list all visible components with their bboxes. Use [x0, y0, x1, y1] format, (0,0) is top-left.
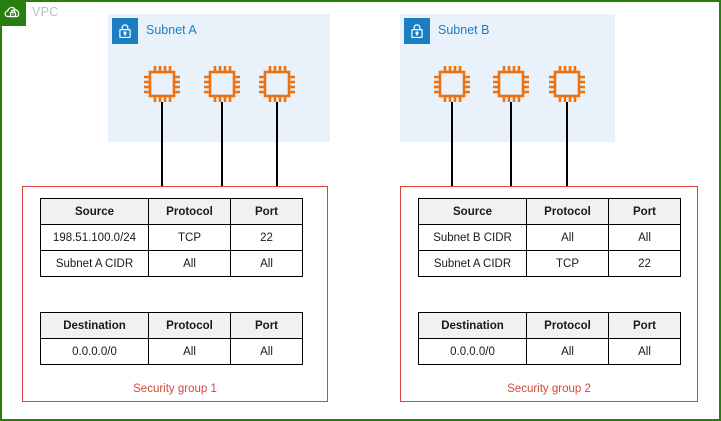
security-group-1-inbound-table: Source Protocol Port 198.51.100.0/24 TCP… — [40, 198, 303, 277]
table-row: 0.0.0.0/0 All All — [418, 338, 681, 365]
subnet-lock-icon — [112, 18, 138, 44]
column-header-destination: Destination — [418, 312, 527, 339]
cell-port: All — [230, 338, 303, 365]
column-header-source: Source — [418, 198, 527, 225]
table-header-row: Destination Protocol Port — [40, 312, 303, 339]
table-header-row: Destination Protocol Port — [418, 312, 681, 339]
ec2-instance-icon — [430, 62, 474, 106]
column-header-port: Port — [230, 312, 303, 339]
security-group-2-inbound-table: Source Protocol Port Subnet B CIDR All A… — [418, 198, 681, 277]
cell-protocol: All — [526, 224, 609, 251]
table-header-row: Source Protocol Port — [40, 198, 303, 225]
connector-line — [221, 102, 223, 187]
cell-protocol: TCP — [526, 250, 609, 277]
column-header-protocol: Protocol — [148, 312, 231, 339]
cell-port: All — [608, 224, 681, 251]
ec2-instance-icon — [255, 62, 299, 106]
column-header-protocol: Protocol — [526, 198, 609, 225]
table-row: Subnet A CIDR TCP 22 — [418, 250, 681, 277]
cell-source: 198.51.100.0/24 — [40, 224, 149, 251]
subnet-lock-icon — [404, 18, 430, 44]
table-row: 198.51.100.0/24 TCP 22 — [40, 224, 303, 251]
vpc-cloud-lock-icon — [0, 0, 26, 26]
connector-line — [566, 102, 568, 187]
security-group-1-outbound-table: Destination Protocol Port 0.0.0.0/0 All … — [40, 312, 303, 365]
security-group-1-box: Security group 1 — [22, 186, 328, 402]
ec2-instance-icon — [545, 62, 589, 106]
cell-source: Subnet B CIDR — [418, 224, 527, 251]
cell-protocol: All — [148, 338, 231, 365]
cell-destination: 0.0.0.0/0 — [418, 338, 527, 365]
column-header-source: Source — [40, 198, 149, 225]
cell-destination: 0.0.0.0/0 — [40, 338, 149, 365]
connector-line — [161, 102, 163, 187]
connector-line — [510, 102, 512, 187]
column-header-protocol: Protocol — [526, 312, 609, 339]
ec2-instance-icon — [489, 62, 533, 106]
cell-source: Subnet A CIDR — [418, 250, 527, 277]
security-group-2-box: Security group 2 — [400, 186, 698, 402]
cell-protocol: All — [148, 250, 231, 277]
column-header-destination: Destination — [40, 312, 149, 339]
cell-protocol: TCP — [148, 224, 231, 251]
cell-protocol: All — [526, 338, 609, 365]
security-group-2-caption: Security group 2 — [507, 383, 591, 395]
table-row: Subnet A CIDR All All — [40, 250, 303, 277]
column-header-port: Port — [608, 198, 681, 225]
connector-line — [276, 102, 278, 187]
ec2-instance-icon — [200, 62, 244, 106]
table-row: 0.0.0.0/0 All All — [40, 338, 303, 365]
table-row: Subnet B CIDR All All — [418, 224, 681, 251]
column-header-port: Port — [608, 312, 681, 339]
subnet-b-title: Subnet B — [438, 23, 490, 37]
cell-port: All — [608, 338, 681, 365]
ec2-instance-icon — [140, 62, 184, 106]
vpc-label: VPC — [32, 5, 59, 19]
cell-port: 22 — [230, 224, 303, 251]
security-group-2-outbound-table: Destination Protocol Port 0.0.0.0/0 All … — [418, 312, 681, 365]
cell-source: Subnet A CIDR — [40, 250, 149, 277]
cell-port: All — [230, 250, 303, 277]
column-header-port: Port — [230, 198, 303, 225]
subnet-a-title: Subnet A — [146, 23, 197, 37]
table-header-row: Source Protocol Port — [418, 198, 681, 225]
column-header-protocol: Protocol — [148, 198, 231, 225]
cell-port: 22 — [608, 250, 681, 277]
security-group-1-caption: Security group 1 — [133, 383, 217, 395]
connector-line — [451, 102, 453, 187]
